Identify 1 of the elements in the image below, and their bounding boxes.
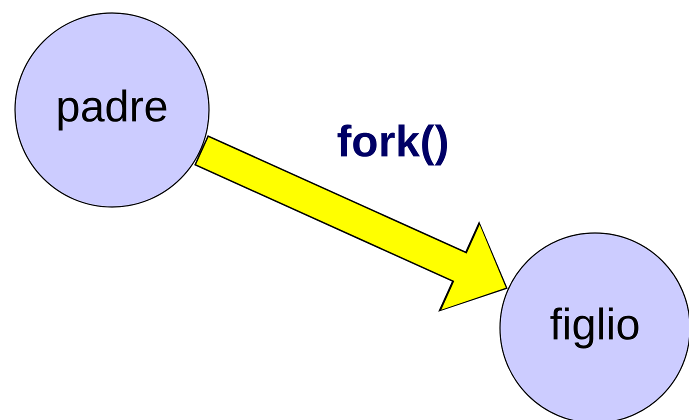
edge-label: fork() bbox=[338, 124, 447, 166]
